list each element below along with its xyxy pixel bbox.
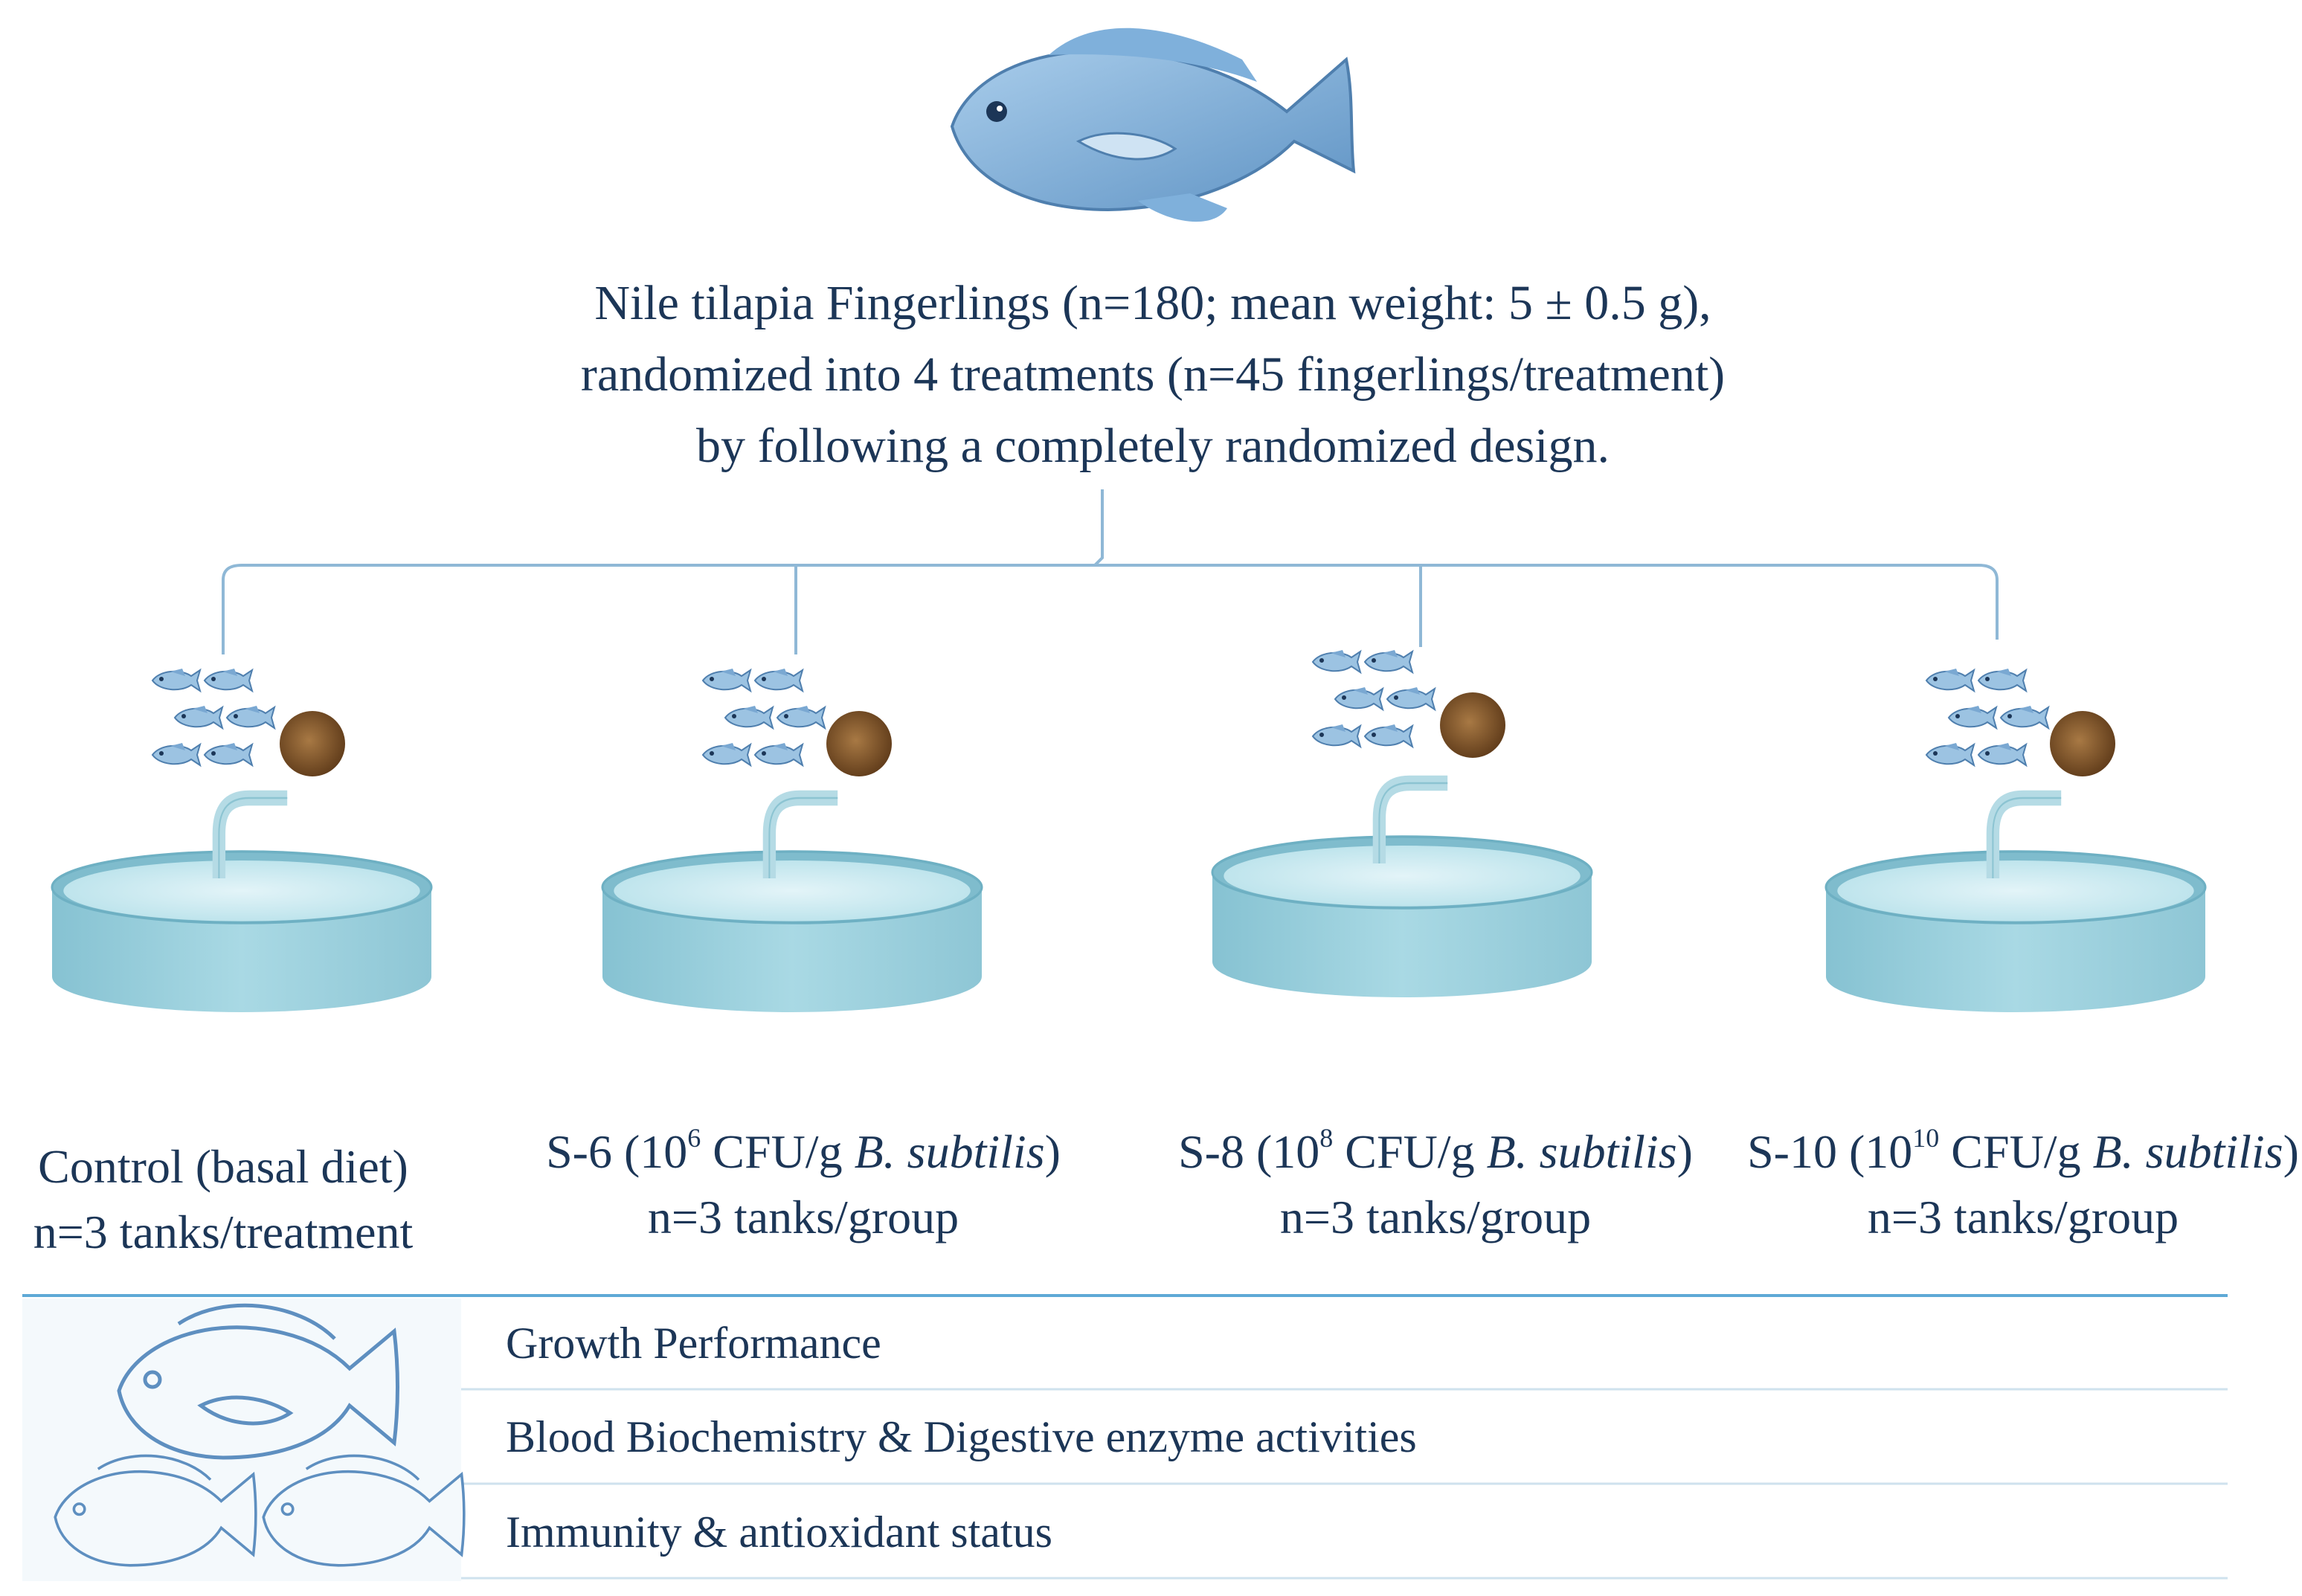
description-line-3: by following a completely randomized des… — [695, 419, 1610, 473]
treatment-label-control: Control (basal diet) n=3 tanks/treatment — [0, 1134, 446, 1265]
treatment-label-s10: S-10 (1010 CFU/g B. subtilis) n=3 tanks/… — [1740, 1119, 2302, 1250]
feed-pellets-s8 — [1440, 692, 1505, 758]
feed-pellets-s10 — [2050, 711, 2115, 776]
tank-s8 — [1212, 783, 1592, 997]
treatment-replicates: n=3 tanks/group — [647, 1191, 959, 1243]
description-line-2: randomized into 4 treatments (n=45 finge… — [580, 347, 1726, 402]
tilapia-illustration — [950, 28, 1356, 222]
feed-pellets-s6 — [826, 711, 892, 776]
outcome-blood-digestive: Blood Biochemistry & Digestive enzyme ac… — [506, 1412, 1417, 1461]
treatment-name: S-6 (106 CFU/g B. subtilis) — [546, 1123, 1061, 1178]
tank-s6 — [602, 798, 982, 1012]
treatment-name: Control (basal diet) — [38, 1140, 408, 1193]
feed-pellets-control — [280, 711, 345, 776]
tank-s10 — [1826, 798, 2205, 1012]
fish-school-s8 — [1313, 650, 1435, 747]
treatment-replicates: n=3 tanks/group — [1867, 1191, 2179, 1243]
treatment-label-s6: S-6 (106 CFU/g B. subtilis) n=3 tanks/gr… — [521, 1119, 1086, 1250]
fish-school-s10 — [1926, 669, 2048, 765]
treatment-label-s8: S-8 (108 CFU/g B. subtilis) n=3 tanks/gr… — [1153, 1119, 1718, 1250]
treatment-name: S-8 (108 CFU/g B. subtilis) — [1178, 1123, 1693, 1178]
study-description: Nile tilapia Fingerlings (n=180; mean we… — [521, 268, 1785, 482]
branch-connector — [222, 489, 1999, 654]
treatment-replicates: n=3 tanks/group — [1279, 1191, 1592, 1243]
fish-school-s6 — [703, 669, 825, 765]
fish-outline-group — [54, 1303, 466, 1567]
tank-control — [52, 798, 431, 1012]
fish-school-control — [152, 669, 274, 765]
outcome-growth: Growth Performance — [506, 1319, 881, 1368]
description-line-1: Nile tilapia Fingerlings (n=180; mean we… — [594, 276, 1711, 330]
treatment-replicates: n=3 tanks/treatment — [33, 1206, 414, 1258]
treatment-name: S-10 (1010 CFU/g B. subtilis) — [1747, 1123, 2299, 1178]
outcome-immunity: Immunity & antioxidant status — [506, 1507, 1052, 1557]
